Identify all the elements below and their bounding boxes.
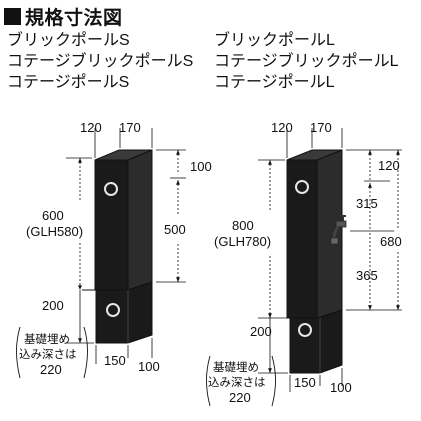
- model-name: ブリックポールS: [7, 32, 130, 49]
- pole-large: 120 170 800 (GLH780) 200 120 315 365 680…: [206, 120, 402, 407]
- port-icon: [106, 303, 120, 317]
- dim-lower-height: 365: [356, 268, 378, 283]
- pole-large-base: [289, 309, 343, 374]
- dim-top-width: 120: [271, 120, 293, 135]
- port-icon: [298, 323, 312, 337]
- section-title: 規格寸法図: [4, 2, 123, 30]
- dim-buried: 200: [250, 324, 272, 339]
- dim-top-width: 120: [80, 120, 102, 135]
- dim-top-offset: 100: [190, 159, 212, 174]
- dim-top-offset: 120: [378, 158, 400, 173]
- pole-small-top-face: [94, 149, 153, 161]
- dim-height-glh: (GLH780): [214, 234, 271, 249]
- pole-large-top-face: [286, 149, 343, 161]
- dim-overall-right: 680: [380, 234, 402, 249]
- model-name: ブリックポールL: [214, 32, 335, 49]
- foundation-note-value: 220: [229, 390, 251, 405]
- dim-base-depth: 100: [138, 359, 160, 374]
- dim-top-depth: 170: [119, 120, 141, 135]
- dim-height-glh: (GLH580): [26, 224, 83, 239]
- dim-top-depth: 170: [310, 120, 332, 135]
- pole-small: 120 170 600 (GLH580) 200 100 500 150 100…: [16, 120, 212, 379]
- dim-faucet-height: 315: [356, 196, 378, 211]
- dim-base-width: 150: [294, 375, 316, 390]
- pole-large-side-face: [316, 149, 343, 319]
- foundation-note-line: 込み深さは: [208, 375, 266, 389]
- dim-base-depth: 100: [330, 380, 352, 395]
- pole-small-side-face: [127, 149, 153, 291]
- dim-buried: 200: [42, 298, 64, 313]
- port-icon: [295, 180, 309, 194]
- foundation-note-line: 基礎埋め: [213, 361, 259, 374]
- faucet-icon: [330, 215, 347, 245]
- model-list-small: ブリックポールS コテージブリックポールS コテージポールS: [7, 30, 193, 93]
- foundation-note-value: 220: [40, 362, 62, 377]
- dim-height-total: 600: [42, 208, 64, 223]
- pole-small-front-face: [94, 159, 129, 291]
- model-list-large: ブリックポールL コテージブリックポールL コテージポールL: [214, 30, 399, 93]
- section-title-text: 規格寸法図: [25, 7, 123, 29]
- dim-height-total: 800: [232, 218, 254, 233]
- dim-right-height: 500: [164, 222, 186, 237]
- dim-base-width: 150: [104, 353, 126, 368]
- foundation-note-line: 込み深さは: [19, 347, 77, 361]
- port-icon: [104, 182, 118, 196]
- model-name: コテージブリックポールS: [7, 53, 194, 70]
- model-name: コテージポールL: [214, 74, 335, 91]
- pole-small-base: [95, 281, 153, 344]
- foundation-note-line: 基礎埋め: [24, 333, 70, 346]
- model-name: コテージブリックポールL: [214, 53, 399, 70]
- model-name: コテージポールS: [7, 74, 130, 91]
- black-square-icon: [4, 7, 21, 25]
